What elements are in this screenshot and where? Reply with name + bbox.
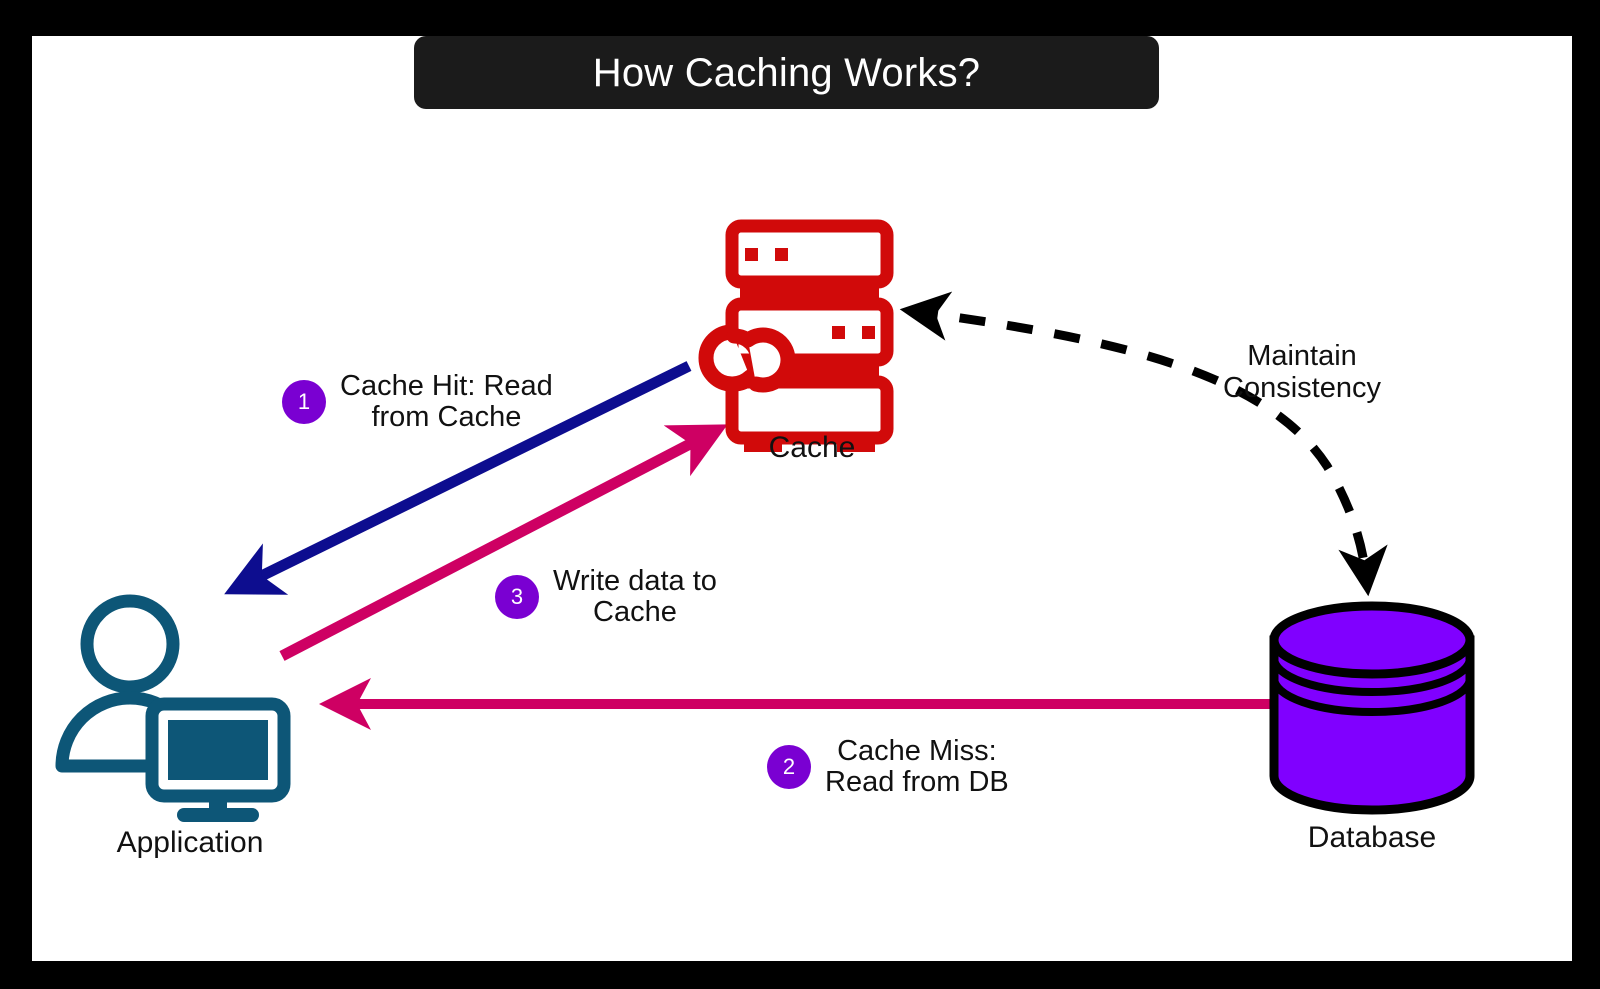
step-1-label: Cache Hit: Read from Cache [340,370,553,433]
arrow-application-to-cache [279,424,728,661]
step-1-annotation: 1 Cache Hit: Read from Cache [282,371,553,432]
step-3-badge: 3 [495,574,539,619]
step-1-badge: 1 [282,379,326,424]
cache-icon [698,219,894,452]
step-2-label: Cache Miss: Read from DB [825,735,1009,798]
arrow-cache-to-application [224,361,692,595]
maintain-consistency-label: Maintain Consistency [1223,340,1381,404]
diagram-canvas: How Caching Works? [32,36,1572,961]
application-label: Application [116,826,264,859]
cache-label: Cache [768,431,856,464]
page-title: How Caching Works? [592,50,981,95]
step-2-annotation: 2 Cache Miss: Read from DB [767,736,1009,797]
diagram-svg [55,219,1475,822]
arrow-maintain-consistency-dashed [899,291,1388,597]
database-icon [1269,601,1475,815]
title-banner: How Caching Works? [414,36,1159,109]
step-3-label: Write data to Cache [553,565,717,628]
link-chain-icon [698,324,796,393]
step-2-badge: 2 [767,744,811,789]
step-3-annotation: 3 Write data to Cache [495,566,717,627]
application-icon [55,594,291,822]
database-label: Database [1307,821,1437,854]
